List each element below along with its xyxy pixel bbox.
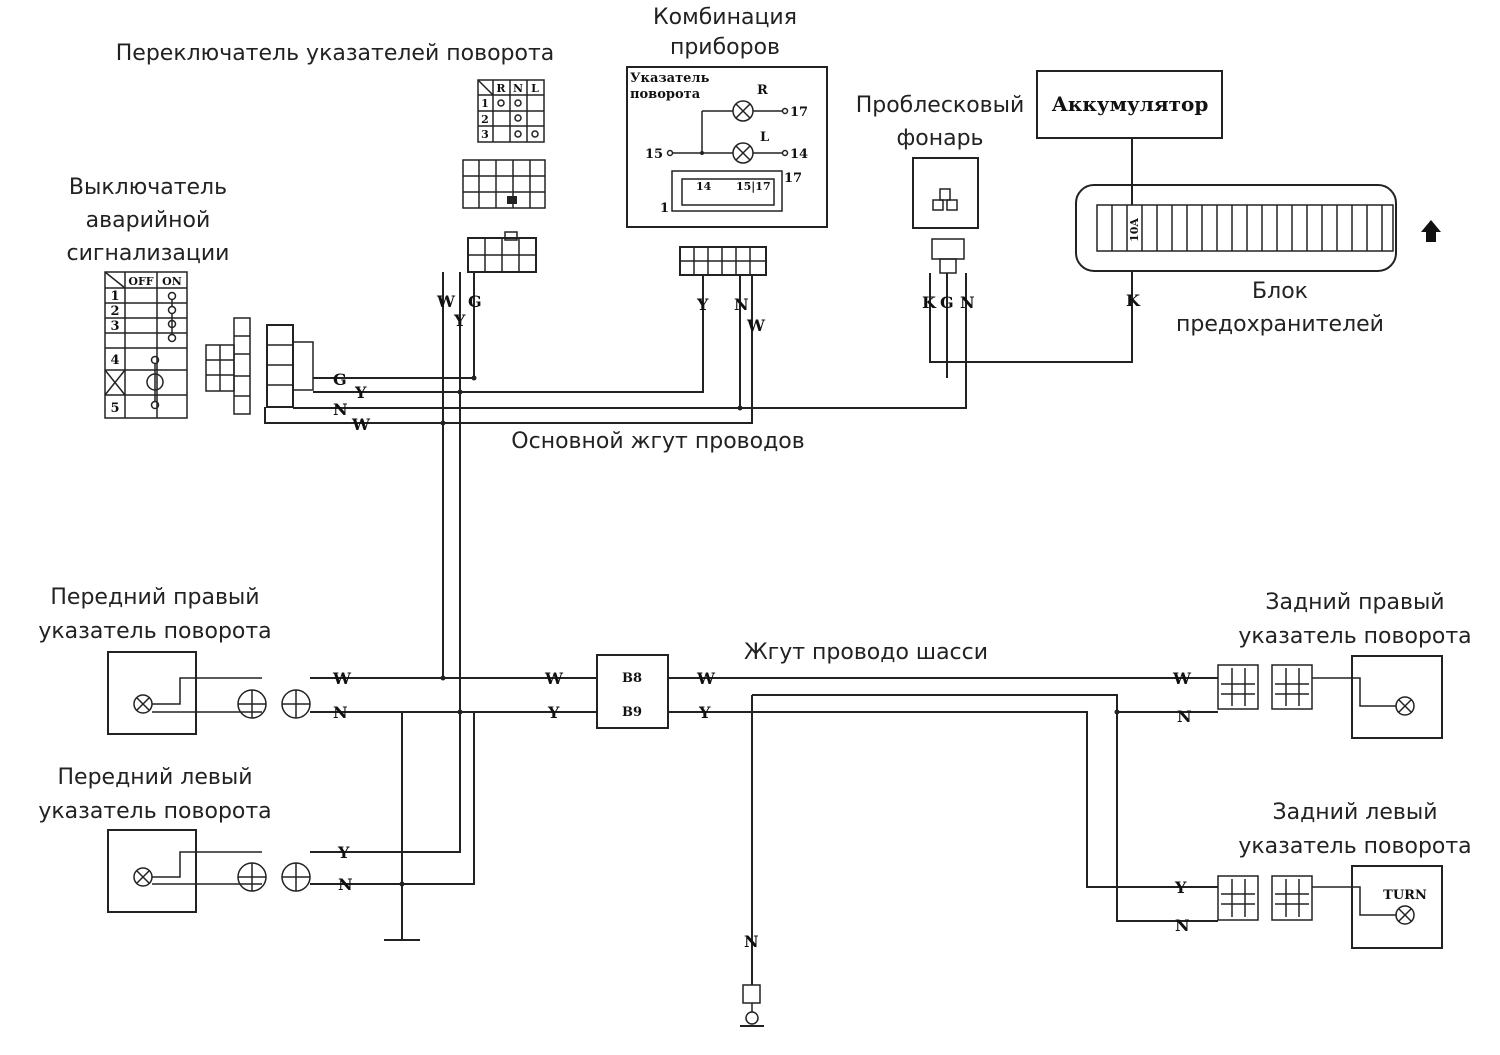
hazard-switch-connector [205,317,251,415]
turn-switch-table: R N L 1 2 3 [477,79,545,143]
cluster-inner-label-1: Указатель [630,71,710,86]
hazard-col-off: OFF [128,275,153,288]
instrument-cluster: Указатель поворота R L 17 14 15 14 15|17… [626,66,828,228]
wire-label-n-flasher: N [960,293,975,312]
chassis-harness-label: Жгут проводо шасси [744,640,988,665]
junction-b9: B9 [622,705,642,720]
bulb-icon [1395,696,1415,716]
flasher-label-2: фонарь [896,126,983,151]
wire-label-g-flasher: G [940,293,954,312]
hazard-row-1: 1 [110,289,119,304]
fuse-slot-label: 10A [1128,218,1141,242]
hazard-harness-connector [266,324,314,408]
wire-label-y-switch: Y [453,311,466,330]
hazard-row-5: 5 [110,401,119,416]
rear-left-label-2: указатель поворота [1238,834,1471,859]
junction-connector: B8 B9 [596,654,669,729]
junction-b8: B8 [622,671,642,686]
flasher-label-1: Проблесковый [856,93,1025,118]
wire-label-n-rr: N [1177,707,1192,726]
rear-left-turn-tag: TURN [1383,888,1427,903]
arrow-up-icon [1421,220,1441,242]
wire-label-y-cluster: Y [696,295,709,314]
wire-label-n-fl: N [338,875,353,894]
wire-label-y-fl: Y [337,843,350,862]
fuse-block: 10A [1075,184,1441,272]
cluster-pin-17b: 17 [784,171,802,186]
wire-label-w-j-in: W [544,669,564,688]
rear-left-lamp: TURN [1217,865,1443,949]
cluster-conn-b: 15|17 [736,180,771,193]
switch-col-r: R [496,82,506,95]
switch-col-n: N [513,82,523,95]
wire-label-g-hazard: G [333,370,347,389]
battery: Аккумулятор [1036,70,1223,139]
wire-label-w-cluster: W [746,316,766,335]
switch-row-3: 3 [481,128,489,141]
cluster-label-2: приборов [670,35,780,60]
hazard-switch-table: OFF ON 1 2 3 4 5 [104,271,188,419]
turn-switch-label: Переключатель указателей поворота [116,41,555,66]
front-left-lamp [107,829,311,913]
hazard-label-2: аварийной [86,208,211,233]
switch-row-2: 2 [481,113,489,126]
hazard-row-3: 3 [110,319,119,334]
battery-label: Аккумулятор [1052,92,1209,116]
rear-right-lamp [1217,655,1443,739]
front-right-label-2: указатель поворота [38,619,271,644]
cluster-conn-a: 14 [696,180,712,193]
wire-label-g-switch: G [468,292,482,311]
chassis-harness-wires: W N Y N W Y W Y W N Y N N [310,669,1218,985]
rear-right-label-1: Задний правый [1265,590,1444,615]
hazard-row-4: 4 [110,353,119,368]
wire-label-k-fuse: K [1126,291,1141,310]
switch-row-1: 1 [481,97,489,110]
wire-label-y-j-out: Y [698,703,711,722]
fuse-label-1: Блок [1252,279,1308,304]
wire-label-w-rr: W [1172,669,1192,688]
wire-label-k-flasher: K [922,293,937,312]
front-right-lamp [107,651,311,735]
wire-label-w-fr: W [332,669,352,688]
wire-label-n-hazard: N [333,400,348,419]
cluster-pin-14: 14 [790,147,808,162]
hazard-col-on: ON [162,275,182,288]
ground-terminal [740,984,764,1027]
front-left-label-2: указатель поворота [38,799,271,824]
flasher-unit [912,157,979,274]
switch-col-l: L [531,82,539,95]
hazard-row-2: 2 [110,304,119,319]
wire-label-y-j-in: Y [547,703,560,722]
hazard-label-1: Выключатель [69,175,227,200]
wire-label-y-rl: Y [1174,878,1187,897]
wire-label-w-hazard: W [351,415,371,434]
cluster-l-label: L [760,130,769,145]
main-harness-label: Основной жгут проводов [511,429,804,454]
wire-label-n-ground: N [744,932,759,951]
cluster-pin-17a: 17 [790,105,808,120]
rear-left-label-1: Задний левый [1273,800,1438,825]
cluster-pin-15: 15 [645,147,663,162]
cluster-pin-1: 1 [660,201,669,216]
front-right-label-1: Передний правый [50,585,259,610]
turn-switch-connector-top [462,159,546,209]
hazard-label-3: сигнализации [67,241,230,266]
cluster-r-label: R [757,83,768,98]
rear-right-label-2: указатель поворота [1238,624,1471,649]
wire-label-w-j-out: W [696,669,716,688]
cluster-label-1: Комбинация [653,5,797,30]
main-harness-wires: G Y N W W Y G Y N W K G N K [264,138,1141,712]
wire-label-n-fr: N [333,703,348,722]
turn-switch-connector-bottom [467,231,537,273]
front-left-label-1: Передний левый [58,765,253,790]
bulb-icon [1395,905,1415,925]
fuse-label-2: предохранителей [1176,312,1384,337]
cluster-inner-label-2: поворота [630,87,701,102]
wire-label-w-switch: W [436,292,456,311]
wire-label-n-cluster: N [734,295,749,314]
wire-label-y-hazard: Y [354,383,367,402]
wire-label-n-rl: N [1175,916,1190,935]
cluster-harness-connector [679,246,767,276]
